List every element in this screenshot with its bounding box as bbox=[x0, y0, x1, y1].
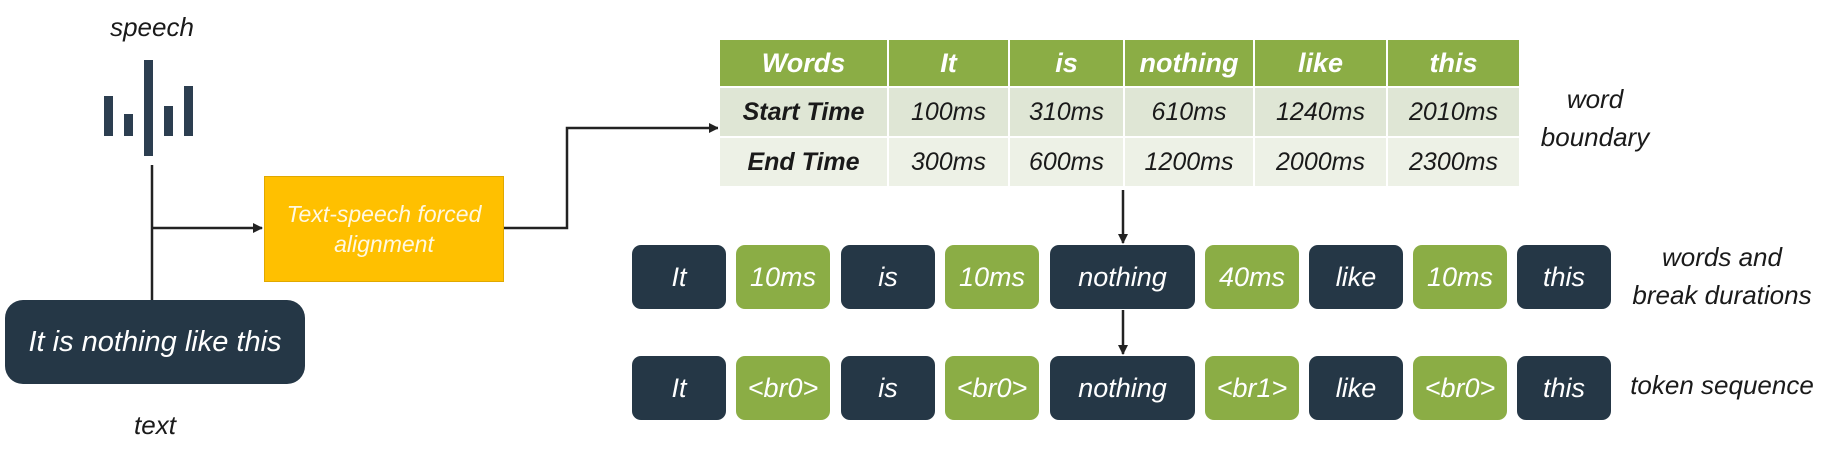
token-sequence-label: token sequence bbox=[1630, 370, 1814, 400]
word-token: It bbox=[632, 356, 726, 420]
word-boundary-label: word boundary bbox=[1540, 84, 1650, 152]
word-token: It bbox=[632, 245, 726, 309]
waveform-icon bbox=[104, 60, 194, 156]
word-boundary-table: Words It is nothing like this Start Time… bbox=[718, 38, 1521, 188]
to-table-arrow bbox=[502, 123, 719, 230]
table-header-cell: like bbox=[1253, 38, 1388, 88]
break-token: <br0> bbox=[736, 356, 830, 420]
forced-alignment-box: Text-speech forced alignment bbox=[264, 176, 504, 282]
table-cell: 2000ms bbox=[1253, 136, 1388, 188]
word-token: like bbox=[1309, 356, 1403, 420]
break-duration: 10ms bbox=[945, 245, 1039, 309]
table-cell: 610ms bbox=[1123, 86, 1255, 138]
word-token: is bbox=[841, 356, 935, 420]
table-header-cell: is bbox=[1008, 38, 1125, 88]
table-cell: 2010ms bbox=[1386, 86, 1521, 138]
word-token: this bbox=[1517, 356, 1611, 420]
text-label: text bbox=[134, 410, 176, 440]
table-cell: 1200ms bbox=[1123, 136, 1255, 188]
word-token: nothing bbox=[1050, 245, 1195, 309]
table-header-row: Words It is nothing like this bbox=[718, 38, 1521, 88]
table-cell: 100ms bbox=[887, 86, 1010, 138]
word-token: is bbox=[841, 245, 935, 309]
table-row-header: Start Time bbox=[718, 86, 889, 138]
table-header-cell: nothing bbox=[1123, 38, 1255, 88]
table-cell: 600ms bbox=[1008, 136, 1125, 188]
word-token: nothing bbox=[1050, 356, 1195, 420]
break-token: <br0> bbox=[1413, 356, 1507, 420]
table-header-cell: It bbox=[887, 38, 1010, 88]
break-token: <br0> bbox=[945, 356, 1039, 420]
table-cell: 310ms bbox=[1008, 86, 1125, 138]
table-cell: 1240ms bbox=[1253, 86, 1388, 138]
word-token: like bbox=[1309, 245, 1403, 309]
word-token: this bbox=[1517, 245, 1611, 309]
words-breaks-label: words and break durations bbox=[1632, 242, 1812, 310]
break-duration: 40ms bbox=[1205, 245, 1299, 309]
table-row-header: End Time bbox=[718, 136, 889, 188]
break-duration: 10ms bbox=[1413, 245, 1507, 309]
break-duration: 10ms bbox=[736, 245, 830, 309]
break-token: <br1> bbox=[1205, 356, 1299, 420]
table-cell: 2300ms bbox=[1386, 136, 1521, 188]
table-cell: 300ms bbox=[887, 136, 1010, 188]
table-row: End Time 300ms 600ms 1200ms 2000ms 2300m… bbox=[718, 136, 1521, 188]
table-header-cell: this bbox=[1386, 38, 1521, 88]
speech-label: speech bbox=[110, 12, 194, 42]
table-header-cell: Words bbox=[718, 38, 889, 88]
input-text-pill: It is nothing like this bbox=[5, 300, 305, 384]
table-row: Start Time 100ms 310ms 610ms 1240ms 2010… bbox=[718, 86, 1521, 138]
